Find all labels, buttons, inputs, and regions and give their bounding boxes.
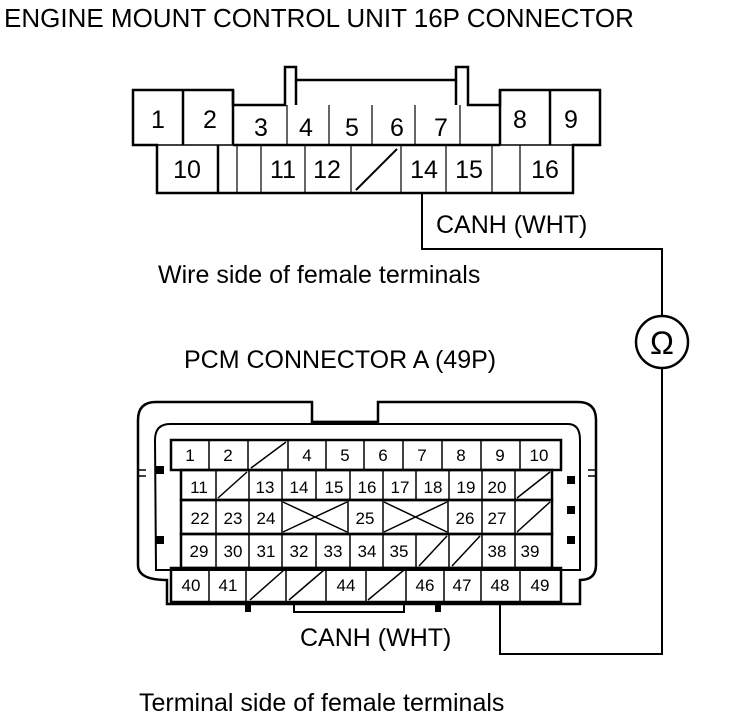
pin-label: 9 (495, 446, 504, 465)
pin-label: 4 (302, 446, 311, 465)
pin-label: 3 (254, 114, 268, 142)
pin-label: 15 (325, 478, 344, 497)
pin-label: 13 (256, 478, 275, 497)
top-connector-title: ENGINE MOUNT CONTROL UNIT 16P CONNECTOR (4, 3, 634, 33)
pin-label: 39 (521, 542, 540, 561)
pin-label: 40 (182, 576, 201, 595)
divider (516, 471, 551, 499)
pin-label: 35 (390, 542, 409, 561)
pin-label: 2 (203, 106, 217, 134)
divider (288, 569, 325, 601)
top-view-label: Wire side of female terminals (158, 261, 480, 289)
divider (282, 501, 348, 533)
ohmmeter-icon: Ω (634, 314, 690, 370)
pin-label: 5 (345, 114, 359, 142)
pin-label: 26 (456, 509, 475, 528)
pin-label: 12 (313, 156, 341, 184)
pin-label: 10 (173, 156, 201, 184)
pin-label: 46 (416, 576, 435, 595)
pin-label: 4 (299, 114, 313, 142)
pin-label: 6 (390, 114, 404, 142)
pin-label: 33 (324, 542, 343, 561)
lead-bottom (499, 368, 663, 655)
bottom-wire-label: CANH (WHT) (300, 624, 451, 652)
pin-label: 11 (190, 478, 208, 497)
ohm-symbol: Ω (650, 325, 674, 361)
pin-label: 22 (191, 509, 210, 528)
test-leads (421, 193, 663, 655)
bottom-view-label: Terminal side of female terminals (139, 689, 504, 717)
pin-label: 7 (434, 114, 448, 142)
divider (249, 569, 285, 601)
divider (250, 441, 287, 469)
pin-label: 16 (531, 156, 559, 184)
pin-label: 49 (531, 576, 550, 595)
pin-label: 2 (223, 446, 232, 465)
pin-label: 6 (378, 446, 387, 465)
pin-label: 20 (488, 478, 507, 497)
pin-label: 7 (417, 446, 426, 465)
pin-label: 23 (224, 509, 243, 528)
divider (217, 471, 248, 499)
lead-top (421, 193, 663, 316)
pin-label: 25 (356, 509, 375, 528)
key-markers (156, 466, 575, 612)
pin-label: 47 (453, 576, 472, 595)
pin-label: 9 (564, 106, 578, 134)
divider (418, 535, 448, 567)
pin-label: 41 (219, 576, 238, 595)
divider (451, 535, 481, 567)
pin-label: 10 (530, 446, 549, 465)
pin-label: 17 (391, 478, 410, 497)
pcm-49p-connector (136, 400, 598, 613)
pin-label: 27 (488, 509, 507, 528)
bottom-connector-title: PCM CONNECTOR A (49P) (184, 346, 496, 374)
pin-label: 11 (270, 156, 296, 184)
pin-label: 14 (410, 156, 438, 184)
divider (516, 501, 551, 533)
pin-label: 19 (457, 478, 476, 497)
divider (367, 569, 405, 601)
pin-label: 18 (424, 478, 443, 497)
pin-label: 29 (190, 542, 209, 561)
pin-label: 1 (185, 446, 194, 465)
pin-label: 44 (337, 576, 356, 595)
engine-mount-16p-connector (131, 65, 602, 195)
pin-label: 1 (151, 106, 165, 134)
pin-label: 16 (358, 478, 377, 497)
pin-label: 34 (358, 542, 377, 561)
divider (383, 501, 448, 533)
pin-label: 31 (257, 542, 276, 561)
pin-label: 5 (340, 446, 349, 465)
pin-label: 30 (224, 542, 243, 561)
pin-label: 8 (456, 446, 465, 465)
top-wire-label: CANH (WHT) (436, 211, 587, 239)
pin-label: 15 (455, 156, 483, 184)
pin-label: 24 (257, 509, 276, 528)
pin-label: 8 (513, 106, 527, 134)
pin-label: 32 (290, 542, 309, 561)
pin-label: 48 (491, 576, 510, 595)
cell-dividers-49p (208, 440, 551, 602)
pin-label: 14 (290, 478, 309, 497)
pin-label: 38 (488, 542, 507, 561)
